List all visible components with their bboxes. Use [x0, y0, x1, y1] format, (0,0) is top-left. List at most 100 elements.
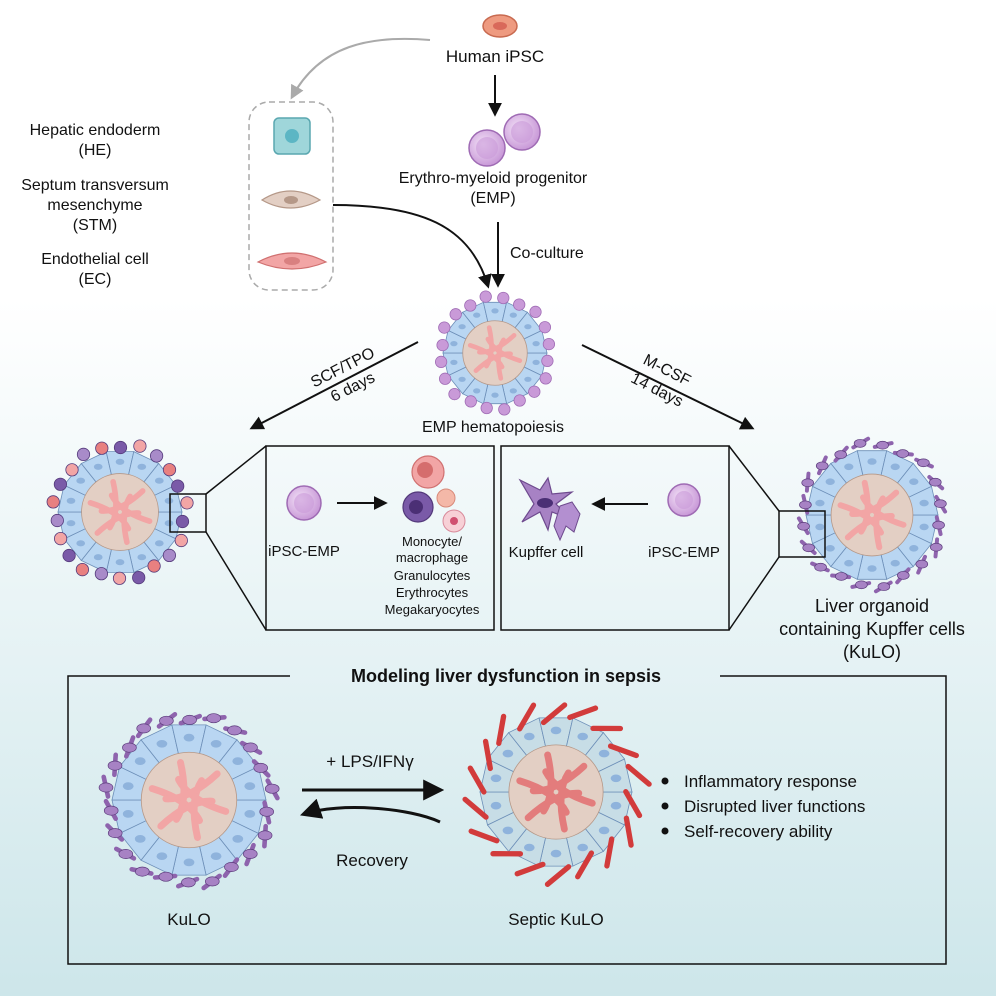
- product-megakaryocytes: Megakaryocytes: [385, 602, 480, 617]
- kulo-bottom-label: KuLO: [167, 910, 210, 929]
- bullet-dot: [661, 777, 669, 785]
- kupffer-cell-label: Kupffer cell: [509, 544, 584, 561]
- stm-cell-icon: [260, 190, 322, 209]
- hepatocyte-nucleus: [490, 774, 502, 783]
- bullet-inflammatory: Inflammatory response: [684, 772, 857, 791]
- hepatic-endoderm-icon: [273, 117, 311, 155]
- hepatocyte-nucleus: [523, 843, 535, 852]
- hepatocyte-nucleus: [610, 801, 622, 810]
- left-panel-source-label: iPSC-EMP: [268, 543, 340, 560]
- emp-cell: [480, 401, 493, 415]
- hepatocyte-nucleus: [844, 463, 854, 471]
- emp-cell: [436, 338, 449, 352]
- emp-cell: [438, 372, 452, 385]
- activated-kupffer-cell: [462, 796, 489, 820]
- hepatocyte-nucleus: [867, 458, 877, 465]
- hepatocyte-nucleus: [577, 843, 589, 852]
- center-organoid: [434, 290, 556, 416]
- activated-kupffer-cell: [482, 738, 493, 772]
- hepatocyte-nucleus: [232, 835, 244, 843]
- hepatocyte-nucleus: [815, 499, 825, 507]
- sepsis-section-frame: [67, 675, 947, 965]
- activated-kupffer-cell: [604, 836, 615, 869]
- hepatocyte-nucleus: [164, 497, 174, 504]
- emp-cell: [529, 305, 542, 319]
- activated-kupffer-cell: [496, 713, 507, 746]
- hepatocyte-nucleus: [450, 341, 458, 347]
- myeloid-cell: [95, 441, 109, 455]
- hepatocyte-nucleus: [115, 458, 125, 465]
- coculture-label: Co-culture: [510, 245, 584, 262]
- ec-label-line1: Endothelial cell: [41, 251, 149, 268]
- hepatocyte-nucleus: [183, 733, 195, 742]
- hepatocyte-nucleus: [909, 545, 919, 552]
- celltypes-to-organoid-arrow: [332, 204, 492, 289]
- myeloid-cell: [46, 495, 60, 509]
- right-organoid: [796, 436, 948, 594]
- kupffer-cell: [932, 520, 945, 530]
- activated-kupffer-cell: [567, 705, 599, 721]
- hepatocyte-nucleus: [154, 540, 164, 547]
- lps-ifn-label: + LPS/IFNγ: [326, 752, 414, 771]
- kupffer-cell: [930, 542, 943, 552]
- bullet-dot: [661, 802, 669, 810]
- right-zoom-line-bottom: [728, 556, 780, 631]
- hepatocyte-nucleus: [134, 835, 146, 843]
- myeloid-cell: [53, 477, 68, 491]
- kupffer-cell: [253, 762, 268, 773]
- hepatocyte-nucleus: [76, 477, 86, 484]
- hepatocyte-nucleus: [66, 520, 76, 527]
- endothelial-strand: [162, 770, 221, 803]
- recovery-label: Recovery: [336, 851, 408, 870]
- hepatocyte-nucleus: [577, 732, 589, 741]
- emp-cell: [498, 403, 511, 416]
- kupffer-cell: [182, 714, 197, 725]
- kupffer-cell: [797, 521, 810, 531]
- kulo-label-line1: Liver organoid: [815, 596, 929, 616]
- myeloid-cell: [76, 447, 91, 461]
- emp-hematopoiesis-label: EMP hematopoiesis: [422, 419, 564, 436]
- hepatocyte-nucleus: [890, 559, 900, 567]
- activated-kupffer-cell: [623, 815, 634, 848]
- myeloid-cells-icon: [402, 455, 466, 533]
- sepsis-title: Modeling liver dysfunction in sepsis: [351, 666, 661, 686]
- bullet-recovery: Self-recovery ability: [684, 822, 833, 841]
- myeloid-cell: [174, 533, 188, 548]
- kupffer-cell: [855, 580, 868, 590]
- hepatocyte-nucleus: [458, 376, 466, 382]
- emp-cell: [513, 298, 526, 311]
- right-zoom-box: [778, 510, 826, 558]
- hepatocyte-nucleus: [210, 852, 222, 861]
- myeloid-cell: [162, 548, 176, 563]
- emp-cell: [497, 291, 510, 305]
- kupffer-cell: [853, 439, 867, 448]
- emp-cell: [539, 372, 552, 385]
- kupffer-cell: [158, 871, 174, 882]
- kupffer-cell: [224, 862, 239, 872]
- kupffer-cell: [915, 559, 929, 569]
- he-label-line1: Hepatic endoderm: [30, 122, 161, 139]
- recovery-arrow: [300, 798, 441, 824]
- product-erythrocytes: Erythrocytes: [396, 585, 469, 600]
- stm-label-line3: (STM): [73, 217, 117, 234]
- kupffer-cell: [205, 876, 220, 887]
- myeloid-cell: [147, 559, 161, 573]
- myeloid-cell: [53, 531, 68, 546]
- kupffer-cell: [159, 715, 174, 726]
- emp-cells-icon: [468, 113, 541, 167]
- endothelial-cell-icon: [256, 252, 328, 270]
- emp-cell: [479, 290, 492, 303]
- kupffer-cell: [243, 742, 258, 753]
- hepatocyte-nucleus: [491, 308, 499, 314]
- emp-cell: [513, 394, 526, 407]
- hepatocyte-nucleus: [473, 388, 481, 394]
- kupffer-cell: [814, 562, 827, 572]
- myeloid-cell: [113, 440, 128, 455]
- kupffer-cell: [801, 478, 814, 488]
- kupffer-cell: [98, 782, 114, 793]
- kupffer-cell: [122, 742, 137, 753]
- emp-cell: [541, 354, 554, 368]
- emp-cell: [464, 299, 477, 312]
- activated-kupffer-cell: [468, 828, 500, 844]
